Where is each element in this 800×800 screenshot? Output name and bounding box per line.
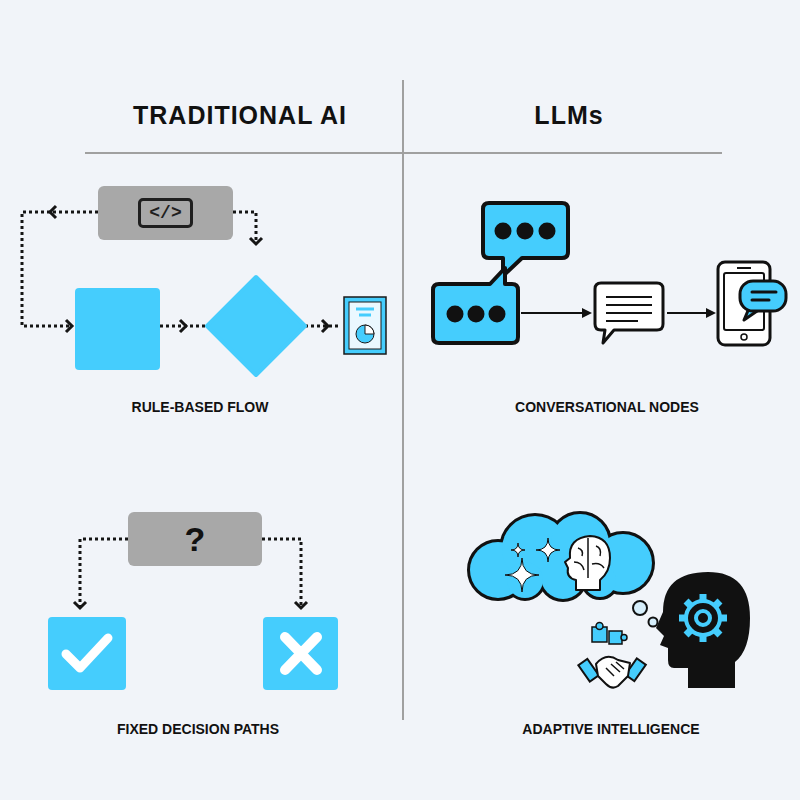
thought-dot [633,601,647,615]
phone-bubble-line [752,299,769,302]
branch-wire [262,539,301,608]
branch-wire [80,539,128,608]
chat-bubble [483,203,568,276]
chevron-head [66,320,72,332]
sparkle [505,558,539,592]
chevron-head [74,602,86,608]
node-text: </> [138,198,192,228]
flow-arrow [667,312,708,314]
brain-lines [574,538,604,578]
sparkle [511,543,525,557]
message-line [606,320,638,322]
chevron-head [322,320,328,332]
phone-bubble-line [752,291,776,294]
chevron-head [180,320,186,332]
report-line [359,314,371,317]
typing-dot [489,306,506,323]
chevron-head [50,206,56,218]
section-caption: CONVERSATIONAL NODES [437,398,777,416]
head-silhouette [656,572,750,688]
typing-dot [447,306,464,323]
phone-speaker [737,267,751,269]
chevron-head [250,238,262,244]
pie-slice [365,325,374,334]
report-sheet [349,302,381,349]
cross-mark [285,637,317,670]
gear-ring [686,601,720,635]
puzzle-knob [596,623,603,630]
message-line [606,304,652,306]
handshake-cuff [578,659,598,682]
handshake-hands [596,657,630,688]
header-divider [85,152,722,154]
column-heading: TRADITIONAL AI [70,101,410,130]
code-box: </> [98,186,233,240]
typing-dot [495,223,512,240]
chat-bubble [433,268,518,343]
typing-dot [468,306,485,323]
typing-dot [539,223,556,240]
message-line [606,312,652,314]
handshake-fingers [606,662,624,676]
puzzle-piece [609,631,622,644]
decision-diamond [207,277,305,375]
report-line [356,308,374,311]
report-icon [344,297,386,354]
sparkle [536,538,560,562]
flow-wire [160,325,205,328]
node-text: ? [185,519,206,559]
gear-hub [696,611,710,625]
question-box: ? [128,512,262,566]
ai-head [565,536,610,590]
message-line [606,296,652,298]
column-heading: LLMs [399,101,739,130]
section-caption: FIXED DECISION PATHS [28,720,368,738]
yes-box [48,617,126,690]
section-caption: RULE-BASED FLOW [30,398,370,416]
column-divider [402,80,404,720]
puzzle-knob [621,635,627,641]
flow-wire [305,325,340,328]
thought-dot [649,618,658,627]
pie-chart [356,325,374,343]
no-box [263,617,338,690]
process-square [75,288,160,370]
phone-button [741,334,747,340]
arrow-head [582,308,592,318]
check-mark [66,638,108,668]
section-caption: ADAPTIVE INTELLIGENCE [441,720,781,738]
chevron-head [295,602,307,608]
arrow-head [706,308,716,318]
typing-dot [517,223,534,240]
message-bubble [595,283,663,343]
flow-arrow [521,312,584,314]
phone-bubble [740,281,786,311]
